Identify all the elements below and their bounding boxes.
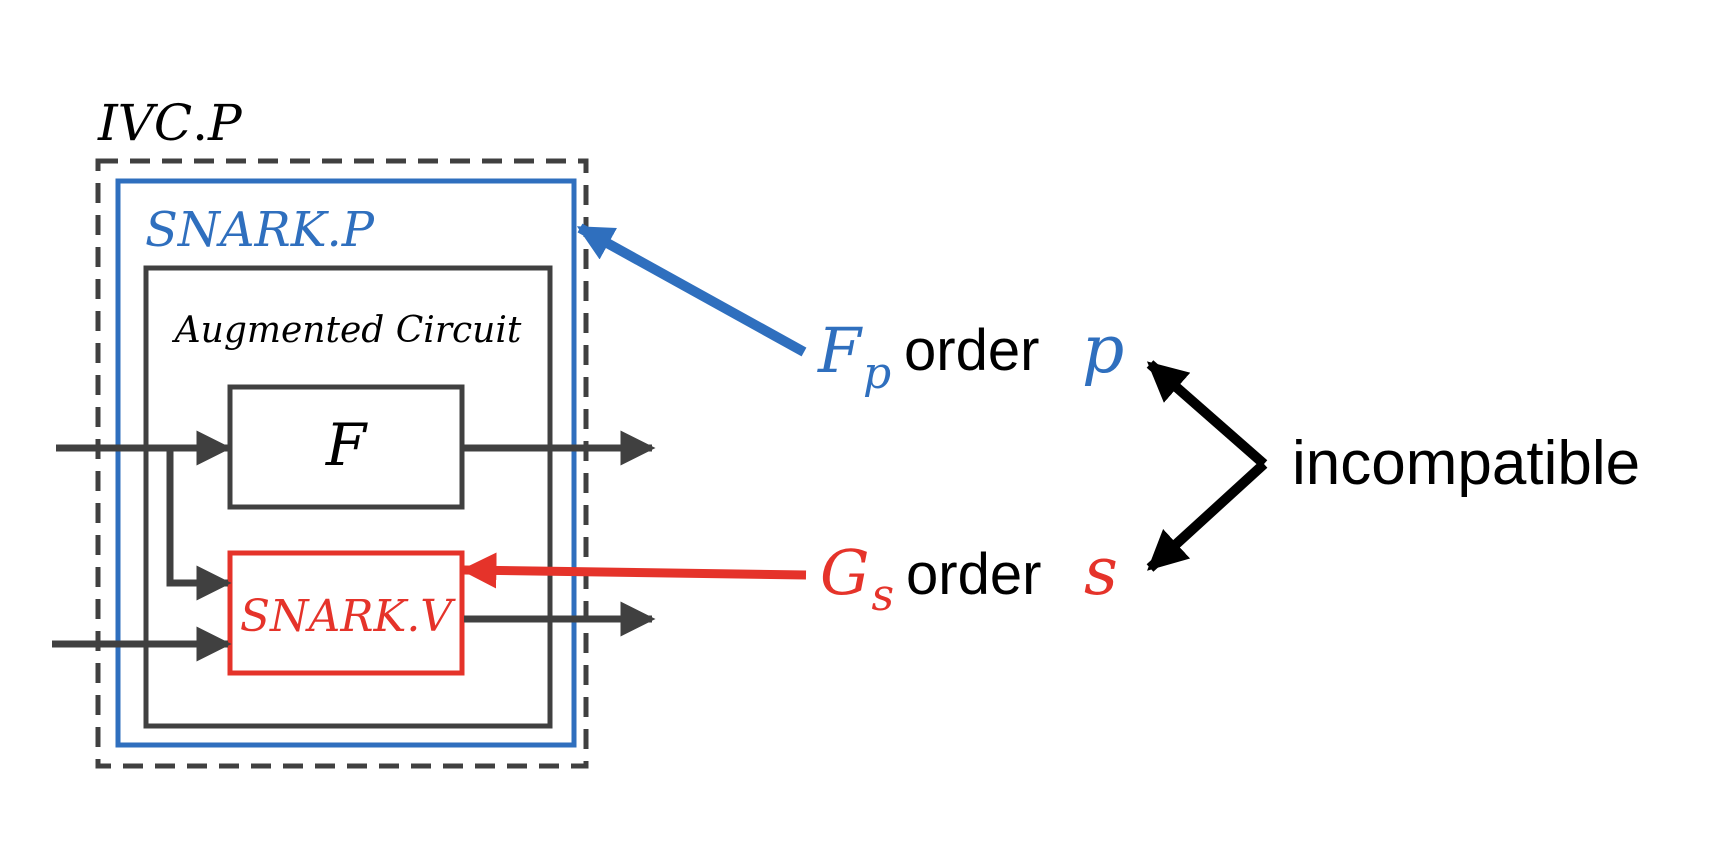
field-subscript: p — [863, 348, 891, 399]
group-order-word: order — [906, 542, 1041, 607]
group-order-line: Gs order s — [820, 533, 1118, 621]
field-order-line: Fp order p — [817, 311, 1124, 399]
snark-verifier-label: SNARK.V — [240, 591, 456, 642]
group-order-value: s — [1084, 533, 1118, 610]
snark-prover-box — [115, 178, 577, 748]
field-order-value: p — [1082, 311, 1124, 388]
group-subscript: s — [872, 570, 895, 621]
ivc-prover-box — [95, 158, 589, 769]
incompatible-arrow-up — [1146, 360, 1268, 468]
branch-arrow-to-verifier — [166, 448, 232, 601]
augmented-circuit-label: Augmented Circuit — [172, 310, 522, 351]
field-order-word: order — [904, 318, 1039, 383]
snark-prover-label: SNARK.P — [145, 202, 375, 258]
snark-verifier-box — [227, 550, 465, 676]
augmented-circuit-box — [143, 265, 553, 729]
field-symbol: Fp — [817, 314, 891, 399]
incompatible-label: incompatible — [1292, 429, 1640, 498]
ivc-prover-label: IVC.P — [97, 94, 243, 152]
group-symbol: Gs — [820, 536, 894, 621]
function-label: F — [325, 411, 368, 479]
incompatible-arrow-down — [1146, 460, 1268, 572]
field-to-prover-arrow — [576, 223, 807, 357]
group-to-verifier-arrow — [460, 552, 807, 589]
